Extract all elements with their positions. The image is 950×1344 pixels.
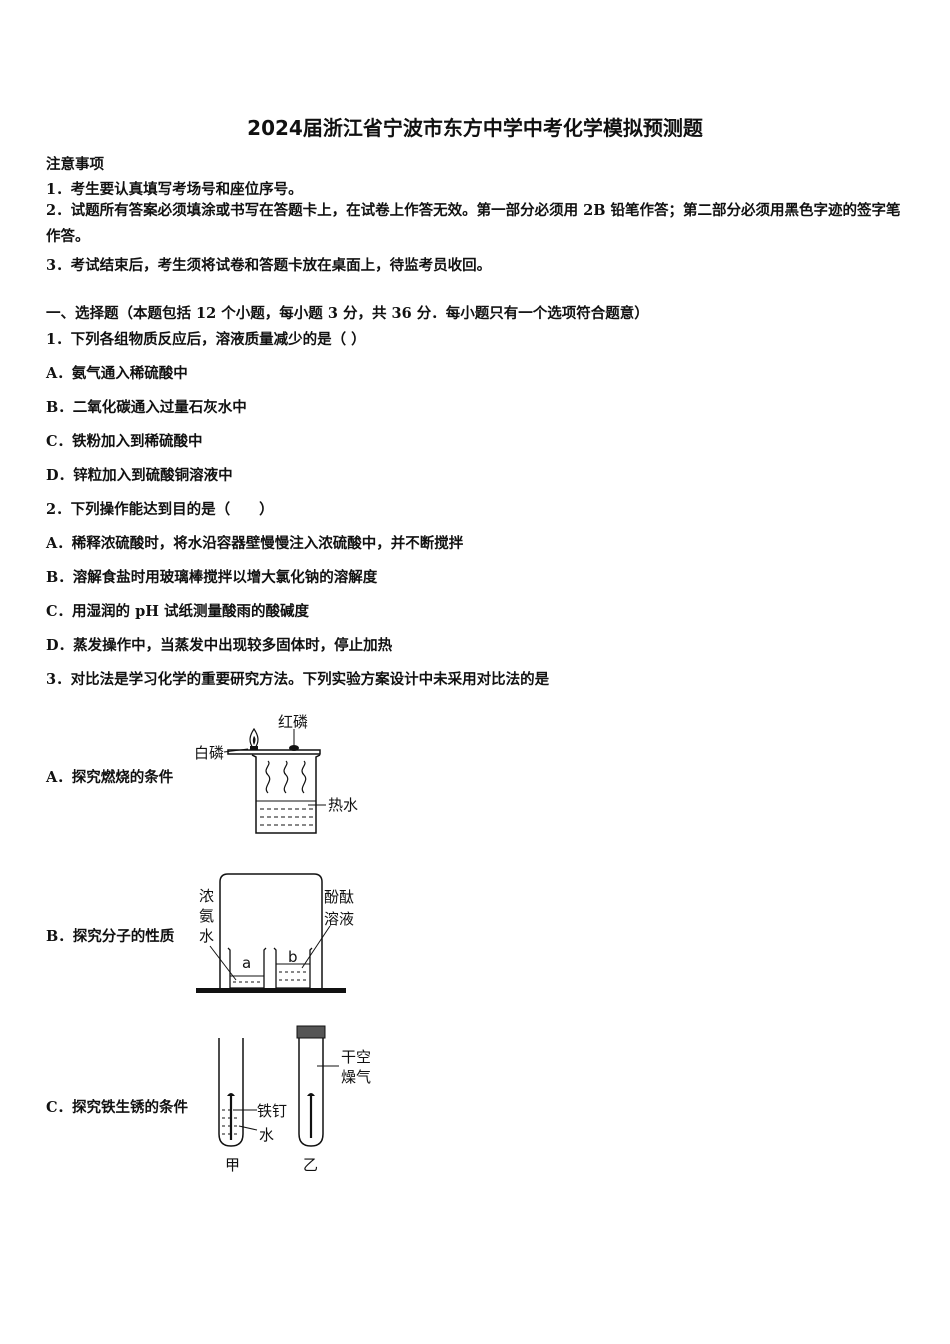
question-1-stem: 1．下列各组物质反应后，溶液质量减少的是（ ）: [46, 331, 366, 348]
notice-item-3: 3．考试结束后，考生须将试卷和答题卡放在桌面上，待监考员收回。: [46, 257, 492, 274]
molecule-diagram: a b 浓 氨 水 酚酞 溶液: [190, 868, 380, 1007]
question-1-option-a[interactable]: A．氨气通入稀硫酸中: [46, 365, 188, 382]
tube-yi-label: 乙: [303, 1156, 318, 1174]
question-2-option-d[interactable]: D．蒸发操作中，当蒸发中出现较多固体时，停止加热: [46, 637, 393, 654]
ammonia-label-2: 氨: [199, 907, 214, 925]
question-2-option-a[interactable]: A．稀释浓硫酸时，将水沿容器壁慢慢注入浓硫酸中，并不断搅拌: [46, 535, 464, 552]
white-phosphorus-label: 白磷: [194, 744, 224, 762]
ammonia-label-1: 浓: [199, 887, 214, 905]
question-3-option-a[interactable]: A．探究燃烧的条件: [46, 769, 174, 786]
page-title: 2024届浙江省宁波市东方中学中考化学模拟预测题: [247, 116, 703, 140]
red-phosphorus-label: 红磷: [278, 713, 308, 731]
notice-item-1: 1．考生要认真填写考场号和座位序号。: [46, 181, 303, 198]
hot-water-label: 热水: [328, 796, 358, 814]
question-3-option-b[interactable]: B．探究分子的性质: [46, 928, 175, 945]
section-heading: 一、选择题（本题包括 12 个小题，每小题 3 分，共 36 分．每小题只有一个…: [46, 305, 649, 322]
rust-diagram: 铁钉 水 甲 干空 燥气 乙: [205, 1022, 390, 1186]
tube-jia-label: 甲: [225, 1156, 240, 1174]
notice-item-2: 2．试题所有答案必须填涂或书写在答题卡上，在试卷上作答无效。第一部分必须用 2B…: [46, 202, 901, 245]
question-3-stem: 3．对比法是学习化学的重要研究方法。下列实验方案设计中未采用对比法的是: [46, 671, 550, 688]
question-1-option-b[interactable]: B．二氧化碳通入过量石灰水中: [46, 399, 247, 416]
dry-air-label-2: 燥气: [341, 1068, 371, 1086]
question-2-stem: 2．下列操作能达到目的是（ ）: [46, 501, 274, 518]
beaker-a-label: a: [242, 954, 251, 972]
ammonia-label-3: 水: [199, 927, 214, 945]
combustion-diagram: 红磷 白磷 热水: [190, 705, 380, 844]
dry-air-label-1: 干空: [341, 1048, 371, 1066]
notice-heading: 注意事项: [46, 156, 104, 173]
beaker-b-label: b: [288, 948, 298, 966]
phenol-label-2: 溶液: [324, 910, 354, 928]
question-1-option-d[interactable]: D．锌粒加入到硫酸铜溶液中: [46, 467, 233, 484]
question-3-option-c[interactable]: C．探究铁生锈的条件: [46, 1099, 189, 1116]
question-2-option-c[interactable]: C．用湿润的 pH 试纸测量酸雨的酸碱度: [46, 603, 309, 620]
question-1-option-c[interactable]: C．铁粉加入到稀硫酸中: [46, 433, 203, 450]
water-label: 水: [259, 1126, 274, 1144]
phenol-label-1: 酚酞: [324, 888, 354, 906]
question-2-option-b[interactable]: B．溶解食盐时用玻璃棒搅拌以增大氯化钠的溶解度: [46, 569, 378, 586]
nail-label: 铁钉: [257, 1102, 287, 1120]
